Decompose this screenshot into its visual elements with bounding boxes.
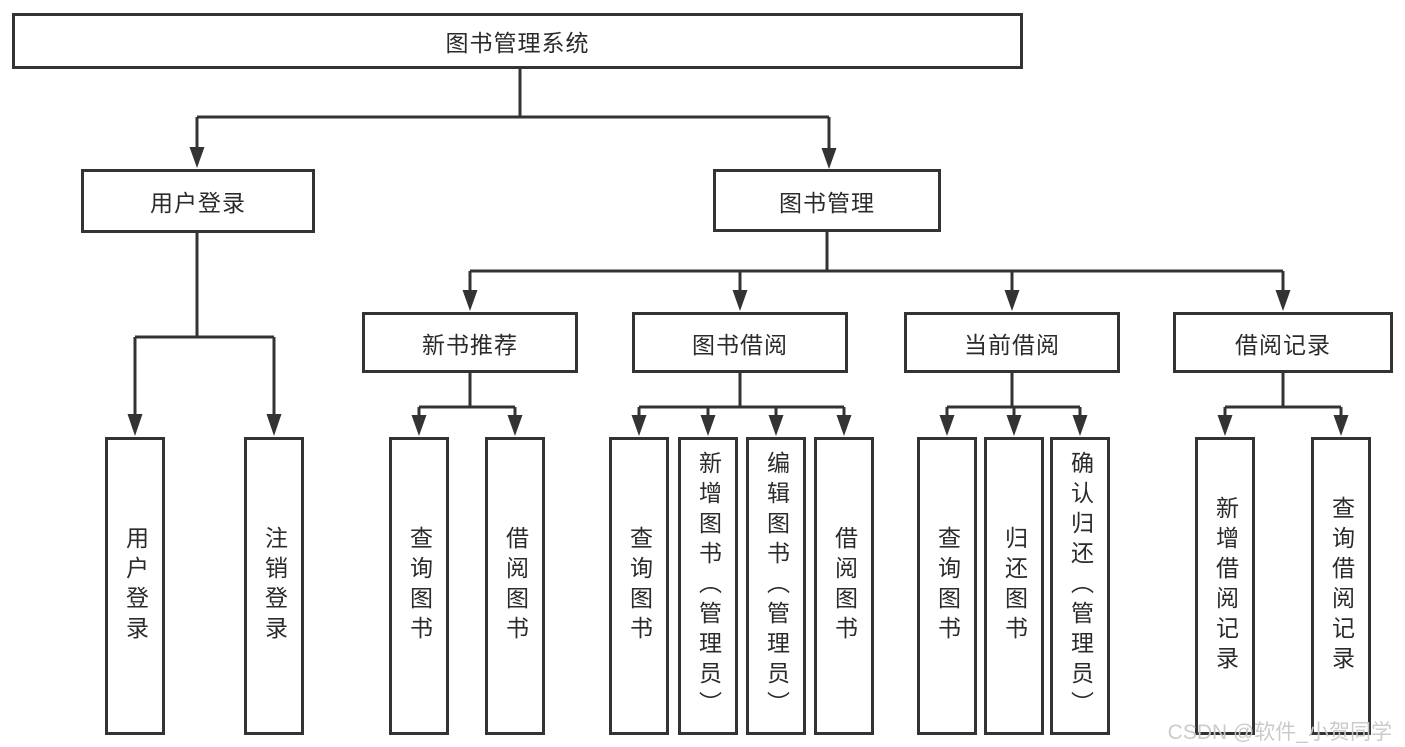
edge-bookmgmt-to-level3 [468,232,1285,291]
arrowhead [732,290,748,311]
leaf-add-borrow-record: 新增借阅记录 [1195,437,1255,735]
leaf-query-books-current: 查询图书 [917,437,977,735]
arrowhead [266,414,282,436]
node-book-management: 图书管理 [713,169,941,232]
leaf-borrow-books-borrowing: 借阅图书 [814,437,874,735]
arrowhead [189,147,205,168]
arrowhead [411,415,427,436]
edge-userlogin-to-leaves [133,233,276,415]
node-new-book-recommend: 新书推荐 [362,312,578,373]
arrowhead [127,414,143,436]
edge-current-to-leaves [945,373,1082,416]
arrowhead [1333,415,1349,436]
arrowhead [1072,415,1088,436]
edge-borrow-to-leaves [637,373,846,416]
arrowhead [836,415,852,436]
leaf-borrow-books-recommend: 借阅图书 [485,437,545,735]
leaf-add-book-admin: 新增图书（管理员） [678,437,738,735]
csdn-watermark: CSDN @软件_小贺同学 [1167,721,1392,744]
arrowhead [768,415,784,436]
node-current-borrowing: 当前借阅 [904,312,1120,373]
arrowhead [1006,415,1022,436]
leaf-logout: 注销登录 [244,437,304,735]
arrowhead [462,290,478,311]
node-book-borrowing: 图书借阅 [632,312,848,373]
leaf-user-login: 用户登录 [105,437,165,735]
leaf-confirm-return-admin: 确认归还（管理员） [1050,437,1110,735]
arrowhead [631,415,647,436]
edge-newbook-to-leaves [417,373,517,416]
arrowhead [939,415,955,436]
arrowhead [821,148,837,169]
arrowhead [1275,290,1291,311]
leaf-return-books: 归还图书 [984,437,1044,735]
node-library-management-system: 图书管理系统 [12,13,1023,69]
arrowhead [507,415,523,436]
node-user-login: 用户登录 [81,169,315,233]
leaf-query-books-borrowing: 查询图书 [609,437,669,735]
leaf-query-borrow-record: 查询借阅记录 [1311,437,1371,735]
edge-records-to-leaves [1223,373,1343,416]
leaf-edit-book-admin: 编辑图书（管理员） [746,437,806,735]
edge-root-to-level2 [195,69,831,149]
node-borrowing-records: 借阅记录 [1173,312,1393,373]
arrowhead [700,415,716,436]
arrowhead [1217,415,1233,436]
arrowhead [1004,290,1020,311]
leaf-query-books-recommend: 查询图书 [389,437,449,735]
